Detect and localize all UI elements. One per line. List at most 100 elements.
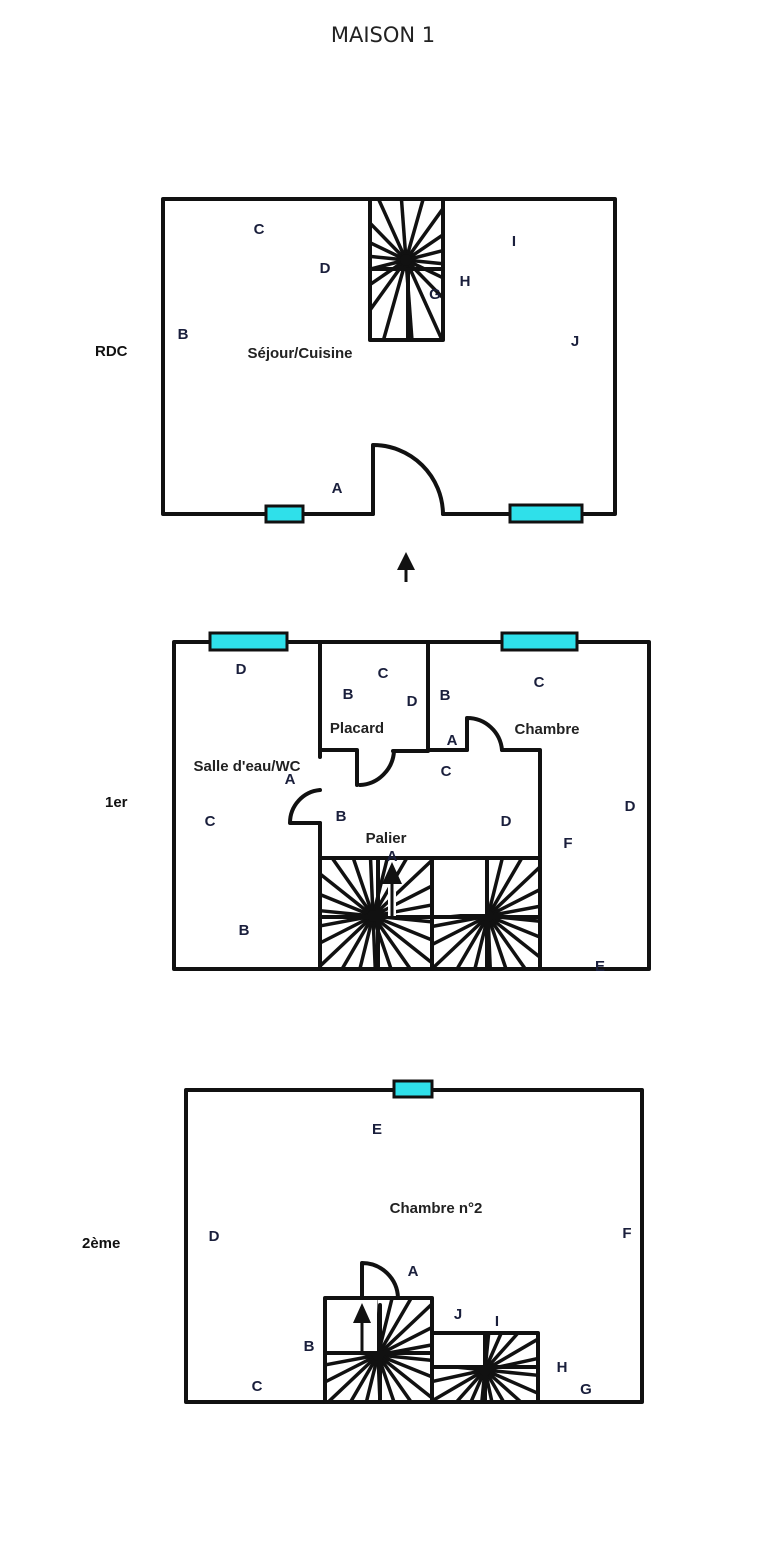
stair-step-line — [324, 1353, 379, 1367]
letter-label: E — [372, 1121, 382, 1138]
letter-label: D — [407, 693, 418, 710]
stair-step-line — [368, 857, 375, 917]
staircase — [318, 856, 542, 971]
stair-step-line — [486, 915, 508, 970]
letter-label: C — [252, 1378, 263, 1395]
plan-rdc: RDC Séjour/Cuisine C D B A I H J G — [95, 197, 617, 582]
stair-step-line — [318, 872, 375, 918]
window — [264, 504, 305, 524]
outer-walls — [161, 197, 617, 516]
window — [392, 1079, 434, 1099]
plan-1er: 1er Placar — [105, 631, 651, 975]
letter-label: D — [625, 798, 636, 815]
stair-step-line — [404, 258, 445, 300]
stair-step-line — [483, 1331, 520, 1372]
letter-label: G — [429, 286, 441, 303]
room-label: Palier — [366, 830, 407, 847]
stair-step-line — [372, 884, 433, 918]
stair-step-line — [372, 903, 433, 918]
stair-step-line — [486, 865, 542, 918]
letter-label: J — [454, 1306, 462, 1323]
stair-step-line — [404, 207, 445, 262]
window — [508, 503, 584, 524]
letter-label: D — [320, 260, 331, 277]
stair-step-line — [349, 1354, 380, 1403]
room-label: Placard — [330, 720, 384, 737]
stair-step-line — [369, 258, 407, 286]
window — [208, 631, 289, 652]
stair-step-line — [399, 198, 408, 261]
stair-step-line — [486, 857, 505, 917]
letter-label: C — [254, 221, 265, 238]
stair-step-line — [369, 254, 407, 262]
letter-label: C — [378, 665, 389, 682]
stair-step-line — [431, 1368, 486, 1384]
letter-label: A — [387, 848, 398, 865]
letter-label: D — [236, 661, 247, 678]
page-title: MAISON 1 — [331, 23, 435, 47]
letter-label: A — [285, 771, 296, 788]
outer-walls — [172, 640, 651, 971]
room-label: Chambre n°2 — [390, 1200, 483, 1217]
letter-label: F — [563, 835, 572, 852]
letter-label: B — [239, 922, 250, 939]
stair-step-line — [376, 1297, 413, 1356]
bathroom-door — [287, 788, 322, 825]
stair-arrow-icon — [353, 1303, 371, 1353]
stair-step-line — [371, 915, 378, 970]
letter-label: E — [595, 958, 605, 975]
stair-step-line — [405, 248, 444, 262]
entrance-arrow-icon — [397, 552, 415, 582]
stair-step-line — [486, 914, 527, 971]
staircase — [368, 197, 445, 342]
stair-step-line — [371, 914, 434, 965]
stair-step-line — [376, 1302, 434, 1357]
plan-2eme: 2ème Chambre n°2 E D F A J I B H C G — [82, 1079, 644, 1404]
closet-door — [358, 749, 396, 787]
stair-door — [360, 1261, 400, 1300]
stair-step-line — [487, 914, 541, 939]
stair-step-line — [483, 1368, 523, 1404]
letter-label: B — [178, 326, 189, 343]
stair-step-line — [404, 259, 444, 341]
stair-step-line — [455, 1368, 487, 1404]
stair-step-line — [368, 221, 408, 262]
letter-label: C — [441, 763, 452, 780]
stair-step-line — [324, 1353, 379, 1384]
stair-step-line — [319, 892, 374, 918]
stair-step-line — [364, 1354, 380, 1403]
stair-step-line — [330, 856, 375, 918]
window — [500, 631, 579, 652]
stair-step-line — [377, 1325, 433, 1357]
stair-step-line — [376, 1353, 434, 1400]
letter-label: C — [534, 674, 545, 691]
letter-label: G — [580, 1381, 592, 1398]
stair-step-line — [377, 1353, 433, 1379]
letter-label: D — [501, 813, 512, 830]
letter-label: I — [495, 1313, 499, 1330]
entrance-door — [371, 443, 445, 516]
stair-step-line — [484, 1368, 539, 1378]
stair-step-line — [484, 1337, 539, 1372]
outer-walls — [184, 1088, 644, 1404]
stair-step-line — [455, 915, 490, 970]
stair-arrow-icon — [382, 862, 402, 916]
stair-step-line — [486, 857, 524, 917]
stair-center — [400, 254, 412, 266]
stair-step-line — [340, 915, 375, 970]
stair-step-line — [405, 258, 444, 266]
letter-label: A — [447, 732, 458, 749]
room-label: Séjour/Cuisine — [247, 345, 352, 362]
room-label: Chambre — [514, 721, 579, 738]
stair-step-line — [404, 198, 425, 261]
stair-step-line — [371, 859, 434, 918]
stair-step-line — [377, 1353, 433, 1363]
letter-label: H — [557, 1359, 568, 1376]
letter-label: H — [460, 273, 471, 290]
stair-step-line — [483, 1332, 503, 1371]
stair-step-line — [487, 887, 541, 918]
letter-label: B — [343, 686, 354, 703]
level-label: 2ème — [82, 1235, 120, 1252]
stair-step-line — [327, 1353, 380, 1404]
